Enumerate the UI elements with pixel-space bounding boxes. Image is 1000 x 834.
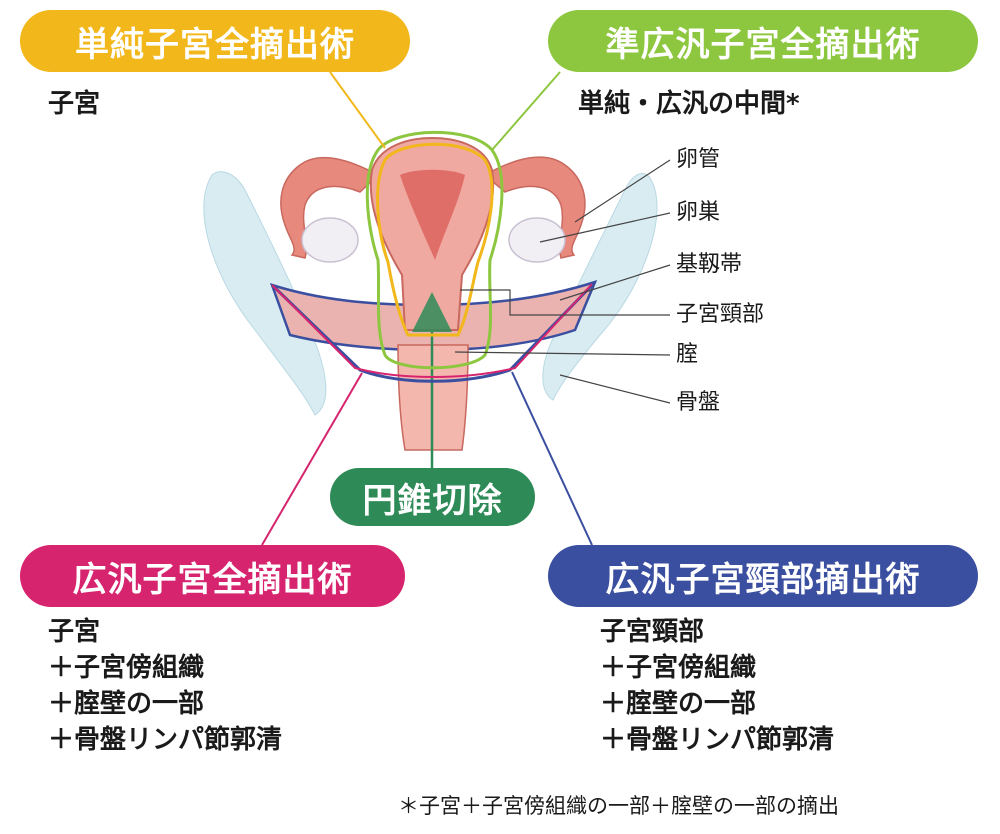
trachelectomy-line: 子宮頸部 (600, 617, 705, 647)
radical-line: ＋子宮傍組織 (48, 653, 205, 683)
label-pelvis: 骨盤 (676, 390, 721, 415)
trachelectomy-line: ＋腟壁の一部 (600, 689, 757, 719)
conization-title-pill: 円錐切除 (330, 468, 535, 526)
label-cardinal-ligament: 基靱帯 (676, 252, 743, 277)
trachelectomy-title: 広汎子宮頸部摘出術 (605, 559, 921, 600)
radical-leader (261, 372, 363, 546)
simple-leader (329, 71, 386, 149)
semi-title-pill: 準広汎子宮全摘出術 (548, 10, 978, 72)
label-leader-cervix (460, 289, 670, 316)
left-ovary (301, 217, 359, 263)
radical-line: 子宮 (48, 617, 101, 647)
radical-title: 広汎子宮全摘出術 (72, 559, 353, 600)
semi-description: 単純・広汎の中間* (578, 86, 800, 122)
label-leader-ligament (559, 264, 671, 301)
right-ovary (508, 217, 566, 263)
right-tube (483, 156, 586, 259)
radical-description: 子宮 ＋子宮傍組織 ＋腟壁の一部 ＋骨盤リンパ節郭清 (48, 614, 282, 758)
uterus-cavity (400, 169, 465, 260)
label-leader-ovary (539, 212, 671, 243)
simple-description: 子宮 (48, 86, 100, 122)
semi-line: 単純・広汎の中間* (578, 89, 800, 119)
radical-title-pill: 広汎子宮全摘出術 (20, 545, 405, 607)
conization-cone (412, 292, 452, 332)
label-vagina: 腟 (676, 342, 699, 367)
label-fallopian-tube: 卵管 (676, 147, 721, 172)
pelvis-left-bone (203, 171, 327, 416)
left-tube (280, 156, 380, 259)
label-leader-pelvis (559, 374, 671, 404)
simple-line: 子宮 (48, 89, 101, 119)
label-ovary: 卵巣 (676, 200, 721, 225)
trachelectomy-outline (270, 280, 597, 383)
trachelectomy-line: ＋骨盤リンパ節郭清 (600, 725, 835, 755)
radical-line: ＋腟壁の一部 (48, 689, 205, 719)
conization-title: 円錐切除 (362, 480, 503, 521)
label-cervix: 子宮頸部 (676, 302, 765, 327)
footnote: ＊子宮＋子宮傍組織の一部＋腟壁の一部の摘出 (398, 794, 839, 818)
label-leader-vagina (454, 351, 671, 356)
simple-title-pill: 単純子宮全摘出術 (20, 10, 410, 72)
label-leader-tube (574, 159, 671, 223)
trachelectomy-leader (511, 371, 593, 546)
simple-outline (376, 142, 494, 337)
trachelectomy-description: 子宮頸部 ＋子宮傍組織 ＋腟壁の一部 ＋骨盤リンパ節郭清 (600, 614, 834, 758)
simple-title: 単純子宮全摘出術 (75, 24, 355, 65)
semi-title: 準広汎子宮全摘出術 (605, 24, 921, 65)
radical-line: ＋骨盤リンパ節郭清 (48, 725, 283, 755)
trachelectomy-title-pill: 広汎子宮頸部摘出術 (548, 545, 978, 607)
trachelectomy-line: ＋子宮傍組織 (600, 653, 757, 683)
semi-leader (491, 71, 561, 151)
semi-outline (365, 130, 504, 370)
radical-outline (271, 283, 593, 378)
